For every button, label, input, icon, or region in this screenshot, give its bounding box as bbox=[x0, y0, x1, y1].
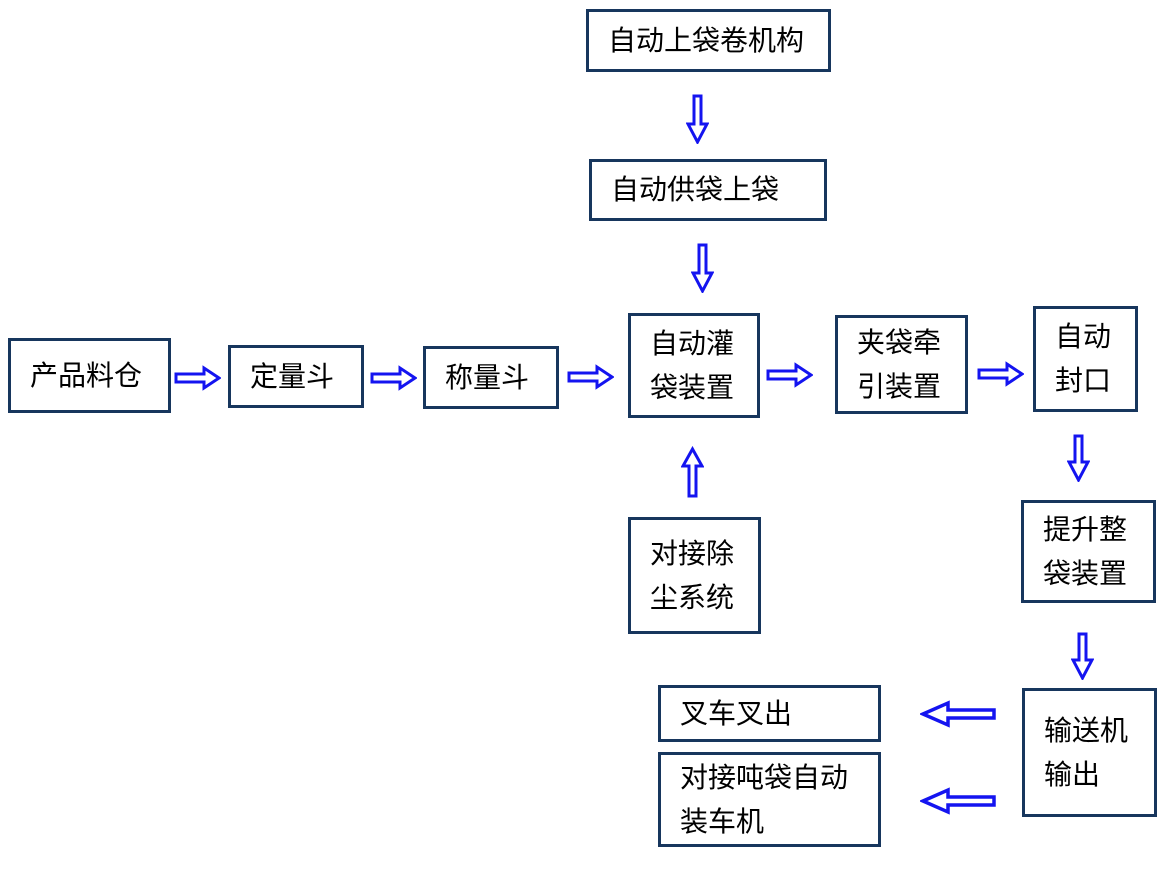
arrow-quantitative-hopper-to-weighing-hopper bbox=[370, 365, 417, 391]
node-label: 对接吨袋自动 bbox=[680, 760, 849, 794]
node-label: 引装置 bbox=[857, 369, 942, 403]
node-label: 装车机 bbox=[680, 804, 765, 838]
node-auto-bag-roll: 自动上袋卷机构 bbox=[586, 9, 831, 72]
node-bag-clamp-traction: 夹袋牵 引装置 bbox=[835, 315, 968, 414]
node-label: 袋装置 bbox=[1043, 556, 1128, 590]
node-product-silo: 产品料仓 bbox=[8, 338, 171, 413]
node-label: 自动灌 bbox=[650, 326, 735, 360]
node-label: 输出 bbox=[1044, 757, 1101, 791]
node-label: 尘系统 bbox=[650, 580, 735, 614]
arrow-auto-filling-to-bag-clamp-traction bbox=[766, 362, 813, 388]
node-label: 称量斗 bbox=[445, 360, 530, 394]
node-label: 定量斗 bbox=[250, 359, 335, 393]
node-auto-sealing: 自动 封口 bbox=[1033, 306, 1138, 412]
node-bag-lifting: 提升整 袋装置 bbox=[1021, 500, 1156, 603]
node-label: 叉车叉出 bbox=[680, 696, 793, 730]
node-auto-supply-bag: 自动供袋上袋 bbox=[589, 159, 827, 221]
arrow-auto-sealing-to-bag-lifting bbox=[1067, 434, 1090, 482]
node-weighing-hopper: 称量斗 bbox=[423, 346, 559, 409]
node-label: 对接除 bbox=[650, 536, 735, 570]
arrow-conveyor-output-to-ton-bag-loader bbox=[920, 787, 996, 815]
node-label: 自动 bbox=[1055, 320, 1112, 353]
node-label: 封口 bbox=[1055, 364, 1112, 397]
node-label: 自动供袋上袋 bbox=[611, 173, 780, 206]
node-quantitative-hopper: 定量斗 bbox=[228, 345, 364, 408]
arrow-dust-removal-to-auto-filling bbox=[681, 446, 704, 498]
arrow-weighing-hopper-to-auto-filling bbox=[567, 364, 614, 390]
arrow-bag-clamp-traction-to-auto-sealing bbox=[977, 361, 1024, 387]
node-label: 自动上袋卷机构 bbox=[608, 23, 805, 57]
node-ton-bag-loader: 对接吨袋自动 装车机 bbox=[658, 752, 881, 847]
arrow-conveyor-output-to-forklift-out bbox=[920, 700, 996, 728]
node-dust-removal: 对接除 尘系统 bbox=[628, 517, 761, 634]
node-label: 提升整 bbox=[1043, 512, 1128, 546]
node-label: 夹袋牵 bbox=[857, 325, 942, 359]
arrow-bag-lifting-to-conveyor-output bbox=[1071, 632, 1094, 680]
arrow-product-silo-to-quantitative-hopper bbox=[174, 365, 221, 391]
node-label: 产品料仓 bbox=[30, 358, 143, 392]
arrow-auto-bag-roll-to-auto-supply-bag bbox=[686, 94, 709, 144]
node-label: 袋装置 bbox=[650, 370, 735, 404]
node-forklift-out: 叉车叉出 bbox=[658, 685, 881, 742]
node-label: 输送机 bbox=[1044, 713, 1129, 747]
node-auto-filling: 自动灌 袋装置 bbox=[628, 313, 760, 418]
arrow-auto-supply-bag-to-auto-filling bbox=[691, 243, 714, 293]
node-conveyor-output: 输送机 输出 bbox=[1022, 688, 1157, 817]
